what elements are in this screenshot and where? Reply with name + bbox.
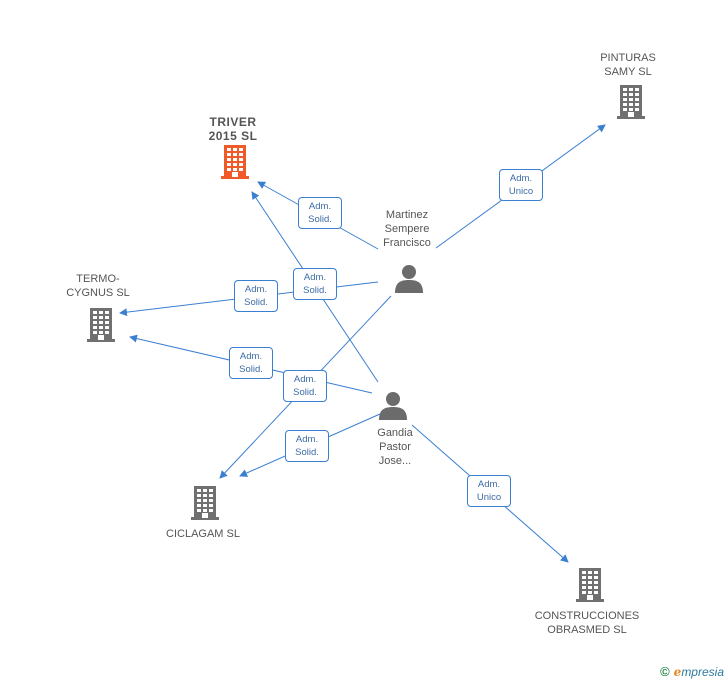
edge-role-label[interactable]: Adm. Unico — [467, 475, 511, 507]
node-label-martinez[interactable]: Martinez Sempere Francisco — [383, 209, 431, 249]
edge-role-label[interactable]: Adm. Solid. — [293, 268, 337, 300]
empresia-logo-text: mpresia — [681, 665, 724, 679]
edge-role-label[interactable]: Adm. Solid. — [283, 370, 327, 402]
edge-role-label[interactable]: Adm. Solid. — [234, 280, 278, 312]
edge-role-label[interactable]: Adm. Solid. — [229, 347, 273, 379]
person-icon[interactable] — [378, 390, 408, 425]
edge-role-label[interactable]: Adm. Solid. — [285, 430, 329, 462]
copyright-icon: © — [660, 664, 670, 679]
edge-role-label[interactable]: Adm. Unico — [499, 169, 543, 201]
node-label-ciclagam[interactable]: CICLAGAM SL — [166, 528, 240, 540]
node-label-construcciones[interactable]: CONSTRUCCIONES OBRASMED SL — [534, 610, 640, 636]
node-label-triver[interactable]: TRIVER 2015 SL — [208, 115, 258, 143]
node-label-gandia[interactable]: Gandia Pastor Jose... — [377, 427, 413, 467]
building-icon[interactable] — [221, 145, 249, 184]
empresia-brand[interactable]: ©empresia — [660, 664, 724, 679]
edge-role-label[interactable]: Adm. Solid. — [298, 197, 342, 229]
building-icon[interactable] — [87, 308, 115, 347]
node-label-termo[interactable]: TERMO- CYGNUS SL — [66, 273, 130, 299]
person-icon[interactable] — [394, 263, 424, 298]
node-label-pinturas[interactable]: PINTURAS SAMY SL — [600, 52, 656, 78]
building-icon[interactable] — [576, 568, 604, 607]
building-icon[interactable] — [617, 85, 645, 124]
building-icon[interactable] — [191, 486, 219, 525]
empresia-logo-letter: e — [673, 665, 682, 679]
